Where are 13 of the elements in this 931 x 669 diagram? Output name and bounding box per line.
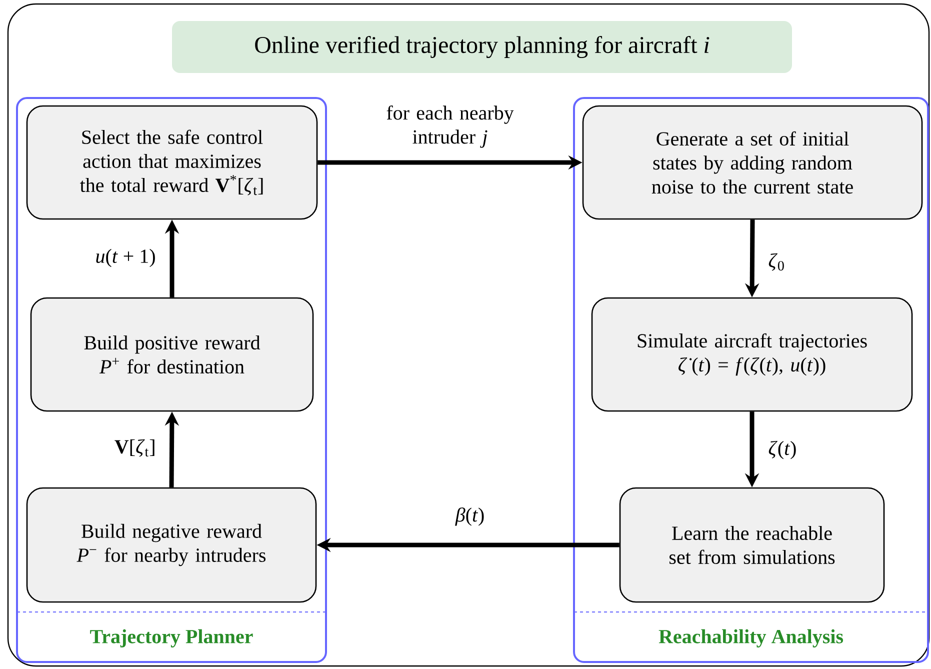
process-box: Build negative reward P$^{−}$ for nearby intruders bbox=[26, 487, 317, 603]
process-box: Build positive reward P$^{+}$ for destination bbox=[30, 297, 314, 412]
edge-label: β(t) bbox=[455, 507, 484, 526]
edge-label: V[ζ$_{t}$] bbox=[114, 439, 154, 457]
title-box: Online verified trajectory planning for aircraft i bbox=[172, 21, 792, 73]
edge-label: ζ(t) bbox=[768, 440, 796, 460]
edge-label: ζ$_{0}$ bbox=[768, 253, 784, 271]
process-box: Select the safe control action that maximizes the total reward V$^{*}$[ζ$_{t}$] bbox=[26, 105, 318, 220]
process-box: Generate a set of initial states by adding random noise to the current state bbox=[582, 105, 923, 220]
process-box: Learn the reachable set from simulations bbox=[619, 487, 885, 603]
edge-label: for each nearby intruder j bbox=[386, 105, 514, 148]
process-box: Simulate aircraft trajectories ζ̇(t) = f(ζ(t), u(t)) bbox=[591, 297, 913, 412]
edge-label: u(t + 1) bbox=[96, 248, 155, 268]
